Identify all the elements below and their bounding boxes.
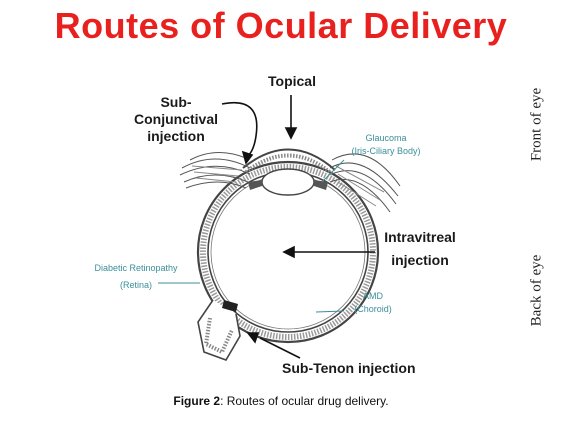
ciliary-body <box>248 180 328 190</box>
label-intravitreal: Intravitreal injection <box>380 229 460 269</box>
pointer-lines <box>158 159 345 313</box>
optic-nerve <box>197 299 241 361</box>
sub-conjunctival-line-2: Conjunctival <box>133 111 218 127</box>
topical-text: Topical <box>268 73 316 89</box>
eyelid-right <box>329 153 401 213</box>
side-label-front: Front of eye <box>528 87 545 162</box>
diabetic-retinopathy-line-2: (Retina) <box>119 280 152 290</box>
label-topical: Topical <box>268 73 316 90</box>
sub-tenon-text: Sub-Tenon injection <box>282 360 416 376</box>
label-amd: AMD (Choroid) <box>346 290 400 316</box>
diagram-title: Routes of Ocular Delivery <box>54 5 508 46</box>
arrows <box>221 95 375 359</box>
sub-conjunctival-line-3: injection <box>147 128 205 144</box>
cornea <box>242 148 336 176</box>
intravitreal-line-1: Intravitreal <box>384 229 456 245</box>
figure-caption: Figure 2: Routes of ocular drug delivery… <box>0 394 562 408</box>
label-diabetic-retinopathy: Diabetic Retinopathy (Retina) <box>80 262 192 292</box>
caption-prefix: Figure 2 <box>173 394 221 408</box>
sub-conjunctival-line-1: Sub- <box>160 94 192 110</box>
intravitreal-line-2: injection <box>391 252 449 268</box>
side-label-back: Back of eye <box>528 254 545 327</box>
diabetic-retinopathy-line-1: Diabetic Retinopathy <box>94 263 178 273</box>
amd-line-1: AMD <box>363 291 383 301</box>
lens <box>261 168 315 196</box>
eyelid-left <box>179 152 251 189</box>
glaucoma-line-1: Glaucoma <box>365 133 407 143</box>
amd-line-2: (Choroid) <box>354 304 392 314</box>
glaucoma-line-2: (Iris-Ciliary Body) <box>351 146 421 156</box>
caption-text: : Routes of ocular drug delivery. <box>220 394 389 408</box>
label-sub-tenon: Sub-Tenon injection <box>282 360 416 377</box>
label-sub-conjunctival: Sub- Conjunctival injection <box>128 94 224 145</box>
label-glaucoma: Glaucoma (Iris-Ciliary Body) <box>334 132 438 158</box>
